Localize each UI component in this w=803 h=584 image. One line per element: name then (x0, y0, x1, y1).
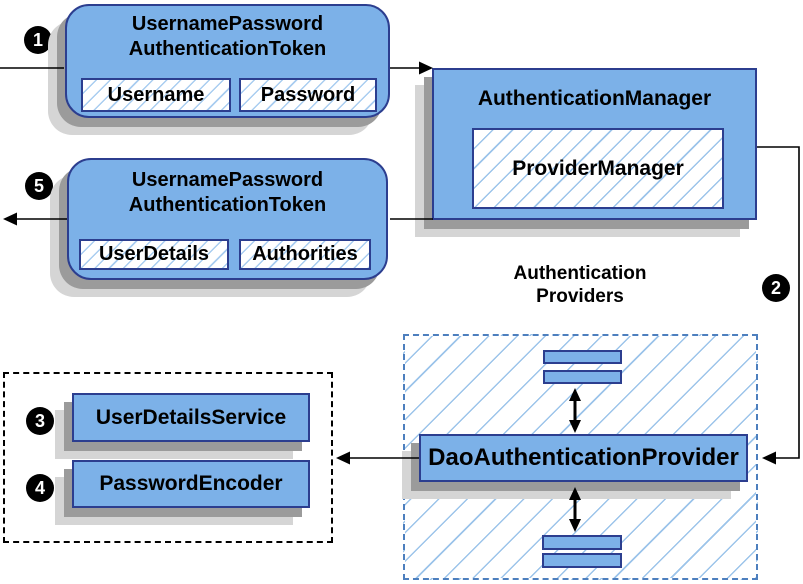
password-encoder-box: PasswordEncoder (72, 460, 310, 508)
step-badge-1: 1 (24, 26, 52, 54)
password-field-box: Password (239, 78, 377, 112)
token-request-title-line1: UsernamePassword (131, 13, 324, 35)
token-response-title-line1: UsernamePassword (131, 169, 324, 191)
provider-manager-box: ProviderManager (472, 128, 724, 209)
step-badge-4: 4 (26, 474, 54, 502)
token-response-title: UsernamePassword AuthenticationToken (69, 168, 386, 218)
provider-placeholder-bar-bottom-1 (542, 535, 622, 550)
username-password-token-response-box: UsernamePassword AuthenticationToken Use… (67, 158, 388, 280)
services-group-box (3, 372, 333, 543)
token-to-manager-arrow (390, 61, 433, 75)
authentication-providers-caption-line1: Authentication (513, 263, 647, 284)
authentication-providers-caption: Authentication Providers (470, 262, 690, 308)
response-out-arrow (3, 212, 67, 226)
username-field-box: Username (81, 78, 231, 112)
user-details-service-box: UserDetailsService (72, 393, 310, 442)
authentication-manager-box: AuthenticationManager ProviderManager (432, 68, 757, 220)
username-password-token-request-box: UsernamePassword AuthenticationToken Use… (65, 4, 390, 118)
token-request-title: UsernamePassword AuthenticationToken (67, 12, 388, 62)
step-badge-2: 2 (762, 274, 790, 302)
userdetails-field-box: UserDetails (79, 239, 229, 270)
authorities-field-box: Authorities (239, 239, 371, 270)
token-response-title-line2: AuthenticationToken (128, 194, 327, 216)
step-badge-3: 3 (26, 407, 54, 435)
provider-placeholder-bar-top-1 (543, 350, 622, 364)
dao-authentication-provider-box: DaoAuthenticationProvider (419, 434, 748, 482)
provider-placeholder-bar-bottom-2 (542, 553, 622, 568)
step-badge-5: 5 (25, 172, 53, 200)
authentication-manager-title: AuthenticationManager (477, 87, 712, 110)
token-request-title-line2: AuthenticationToken (128, 38, 327, 60)
manager-to-provider-connector (757, 146, 800, 465)
authentication-providers-caption-line2: Providers (536, 286, 624, 307)
provider-placeholder-bar-top-2 (543, 370, 622, 384)
